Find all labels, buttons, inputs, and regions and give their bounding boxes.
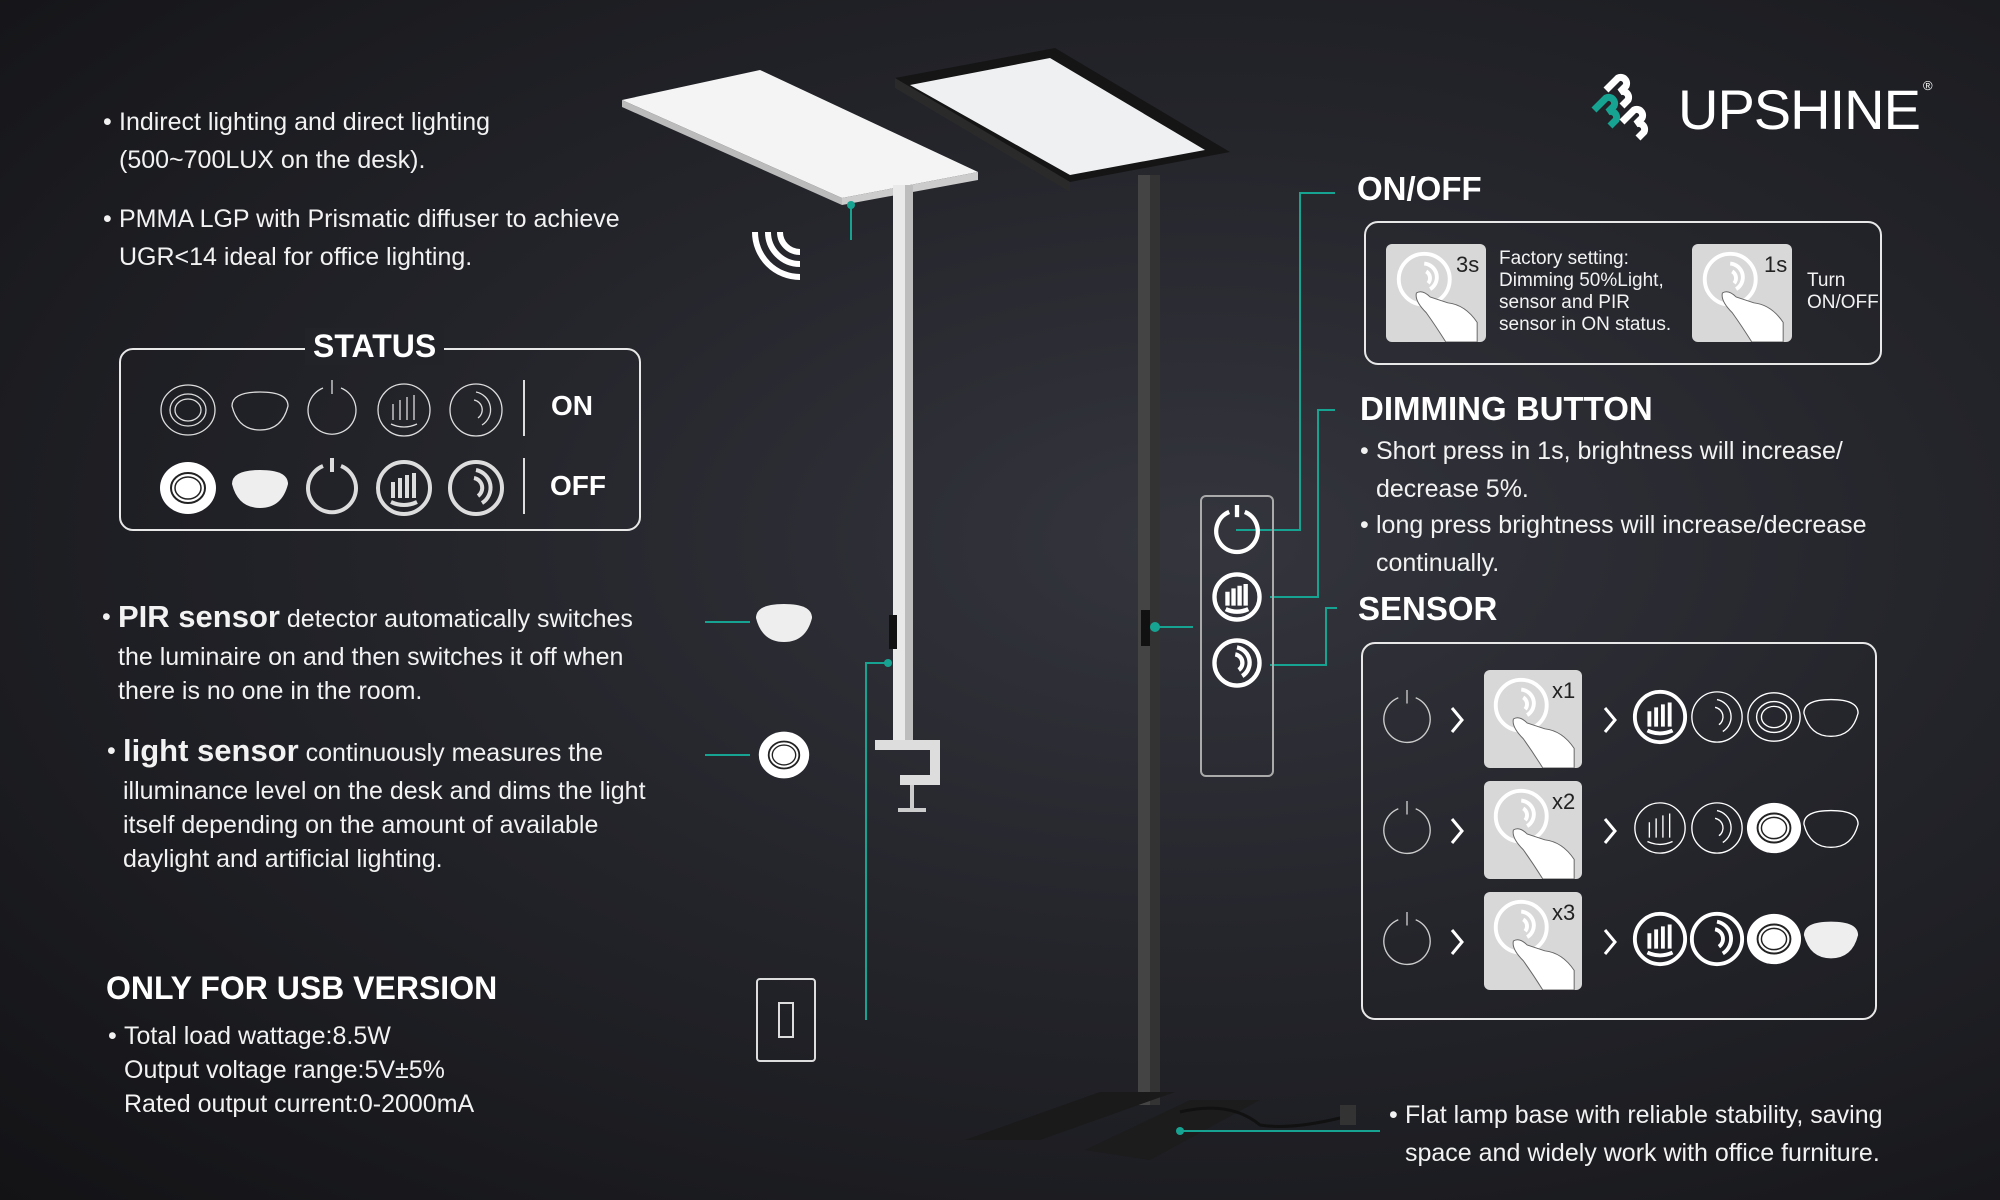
brand-name: UPSHINE xyxy=(1678,78,1921,141)
control-buttons xyxy=(1214,505,1260,686)
onoff-title: ON/OFF xyxy=(1357,170,1482,207)
press-count: x3 xyxy=(1552,900,1576,925)
control-panel xyxy=(1200,495,1274,777)
sensor-sequence-icons xyxy=(1383,690,1859,743)
dimming-long-press: •long press brightness will increase/dec… xyxy=(1360,511,1867,577)
sensor-row: x3 xyxy=(1375,892,1865,992)
light-sensor-icon xyxy=(757,730,811,780)
sensor-sequence-icons xyxy=(1383,801,1859,855)
power-icon xyxy=(1383,801,1431,854)
sensor-row: x1 xyxy=(1375,670,1865,770)
hold-1s-card: 1s xyxy=(1692,244,1792,342)
hold-3s-card: 3s xyxy=(1386,244,1486,342)
white-lamp-panel xyxy=(622,70,978,198)
power-icon xyxy=(1383,690,1431,743)
sensor-off-icon xyxy=(449,461,503,515)
pir-sensor-icon xyxy=(1803,810,1859,848)
lamp-base xyxy=(965,1092,1175,1140)
light-sensor-icon xyxy=(1745,912,1803,966)
pir-sensor-off-icon xyxy=(232,470,288,508)
light-sensor-off-icon xyxy=(159,461,217,515)
sensor-press-card: x3 xyxy=(1484,892,1582,990)
press-count: x1 xyxy=(1552,678,1576,703)
arrow-icon xyxy=(1603,929,1617,955)
registered-mark: ® xyxy=(1922,78,1933,93)
power-off-icon xyxy=(307,458,357,513)
feature-lighting: •Indirect lighting and direct lighting(5… xyxy=(103,108,491,174)
dimming-icon xyxy=(1634,802,1686,854)
sensor-press-card: x1 xyxy=(1484,670,1582,768)
sensor-sequence-icons xyxy=(1383,912,1859,966)
status-off-label: OFF xyxy=(550,470,606,501)
status-on-label: ON xyxy=(551,390,593,421)
sensor-button-icon[interactable] xyxy=(1214,640,1260,686)
sensor-icon xyxy=(1691,913,1743,965)
onoff-box xyxy=(1364,221,1882,365)
arrow-icon xyxy=(1450,818,1464,844)
power-icon xyxy=(1383,912,1431,965)
light-sensor-on-icon xyxy=(160,384,216,436)
usb-port-icon xyxy=(756,978,816,1062)
power-on-icon xyxy=(307,380,357,435)
dimming-on-icon xyxy=(377,383,431,437)
sensor-press-card: x2 xyxy=(1484,781,1582,879)
hold-3s-label: 3s xyxy=(1456,252,1480,277)
arrow-icon xyxy=(1603,707,1617,733)
usb-title: ONLY FOR USB VERSION xyxy=(106,970,498,1006)
upshine-logo-icon xyxy=(1591,73,1649,141)
dimming-off-icon xyxy=(377,461,431,515)
desk-clamp xyxy=(875,740,940,785)
arrow-icon xyxy=(1450,929,1464,955)
press-count: x2 xyxy=(1552,789,1576,814)
sensor-row: x2 xyxy=(1375,781,1865,881)
dimming-title: DIMMING BUTTON xyxy=(1360,390,1653,427)
factory-setting-text: Factory setting:Dimming 50%Light,sensor … xyxy=(1499,248,1672,335)
dimming-icon xyxy=(1634,913,1686,965)
dimming-short-press: •Short press in 1s, brightness will incr… xyxy=(1360,437,1843,503)
light-sensor-icon xyxy=(1747,692,1801,742)
brand-logo: UPSHINE ® xyxy=(1586,70,1966,150)
pir-description: •PIR sensor detector automatically switc… xyxy=(102,599,633,705)
pir-sensor-icon xyxy=(1803,921,1859,959)
sensor-title: SENSOR xyxy=(1358,590,1498,627)
status-title: STATUS xyxy=(305,328,445,365)
sensor-box xyxy=(1361,642,1877,1020)
dimming-button-icon[interactable] xyxy=(1214,574,1260,620)
wireless-signal-icon xyxy=(752,231,801,280)
sensor-icon xyxy=(1691,691,1743,743)
pir-sensor-icon xyxy=(756,604,812,642)
pir-sensor-icon xyxy=(1803,699,1859,737)
arrow-icon xyxy=(1450,707,1464,733)
sensor-icon xyxy=(1691,802,1743,854)
light-sensor-icon xyxy=(1745,801,1803,855)
dimming-icon xyxy=(1634,691,1686,743)
hold-1s-label: 1s xyxy=(1764,252,1788,277)
feature-pmma: •PMMA LGP with Prismatic diffuser to ach… xyxy=(103,205,620,271)
pir-sensor-on-icon xyxy=(231,391,289,431)
sensor-on-icon xyxy=(449,383,503,437)
base-description: •Flat lamp base with reliable stability,… xyxy=(1389,1101,1883,1167)
status-icons xyxy=(159,380,503,515)
power-button-icon[interactable] xyxy=(1215,505,1259,553)
arrow-icon xyxy=(1603,818,1617,844)
